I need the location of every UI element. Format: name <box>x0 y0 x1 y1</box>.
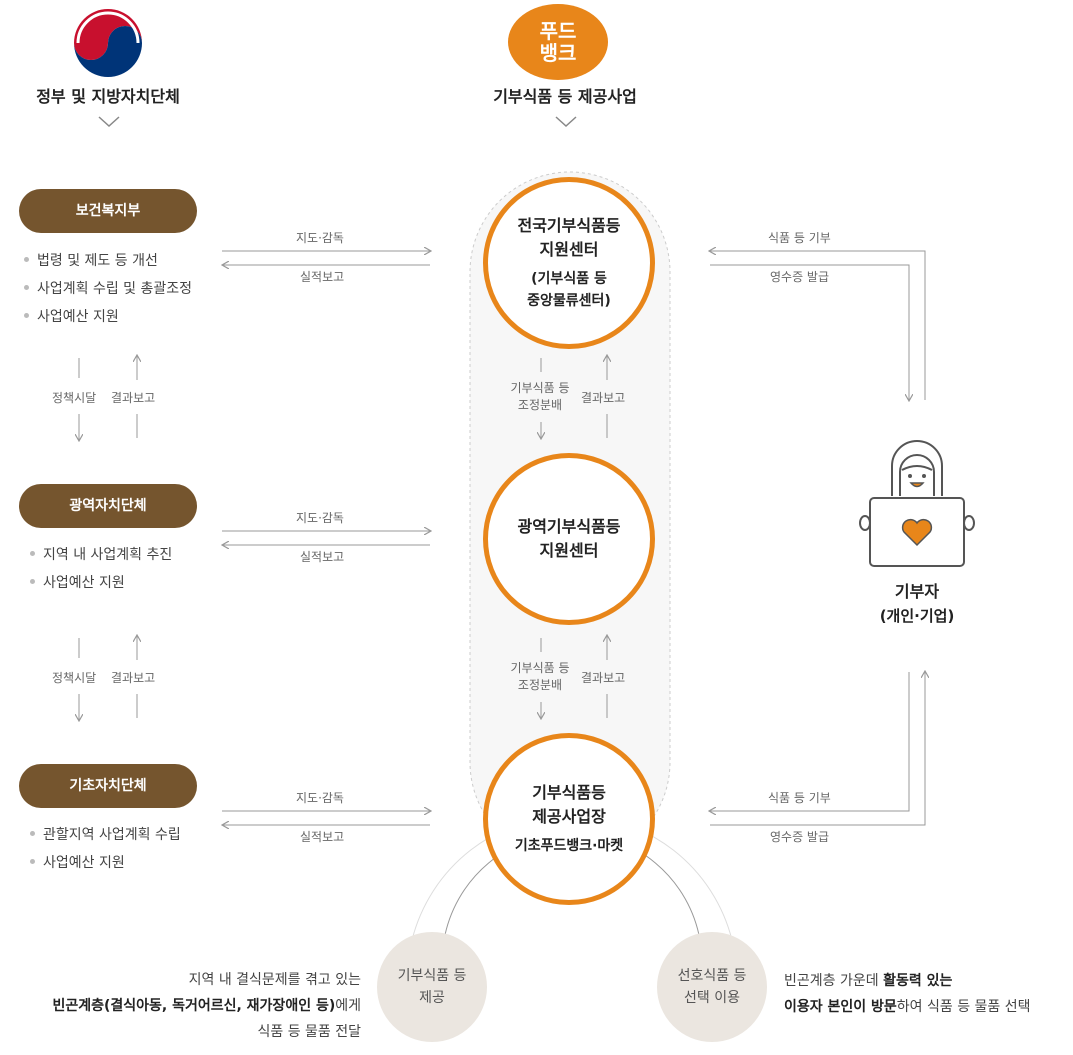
foodbank-logo: 푸드뱅크 <box>508 4 608 80</box>
list-item: 지역 내 사업계획 추진 <box>30 541 172 569</box>
national-center-sub1: (기부식품 등 <box>531 271 607 287</box>
foodbank-logo-text: 푸드뱅크 <box>539 19 577 65</box>
list-item: 관할지역 사업계획 수립 <box>30 821 181 849</box>
ministry-pill: 보건복지부 <box>19 189 197 233</box>
guidance-label: 지도·감독 <box>296 791 344 805</box>
report-label: 실적보고 <box>300 270 345 284</box>
local-center-line2: 제공사업장 <box>532 807 606 826</box>
donor-title: 기부자 <box>894 582 940 601</box>
regional-center-line1: 광역기부식품등 <box>517 517 621 536</box>
result-label: 결과보고 <box>581 671 626 685</box>
foodbank-header: 기부식품 등 제공사업 <box>493 87 637 106</box>
government-header: 정부 및 지방자치단체 <box>36 87 180 106</box>
donate-label: 식품 등 기부 <box>768 791 831 805</box>
national-center-line2: 지원센터 <box>539 240 599 259</box>
regional-center-line2: 지원센터 <box>539 541 599 560</box>
chevron-down-icon <box>555 116 577 128</box>
list-item: 사업예산 지원 <box>30 569 172 597</box>
receipt-label: 영수증 발급 <box>770 830 830 844</box>
local-bullets: 관할지역 사업계획 수립 사업예산 지원 <box>30 821 181 877</box>
choose-description: 빈곤계층 가운데 활동력 있는 이용자 본인이 방문하여 식품 등 물품 선택 <box>784 973 1031 1015</box>
list-item: 사업예산 지원 <box>30 849 181 877</box>
policy-down-label: 정책시달 <box>52 671 97 685</box>
chevron-down-icon <box>98 116 120 128</box>
list-item: 사업예산 지원 <box>24 303 192 331</box>
policy-down-label: 정책시달 <box>52 391 97 405</box>
regional-center-circle: 광역기부식품등 지원센터 <box>483 453 655 625</box>
korea-government-logo <box>72 7 144 79</box>
list-item: 법령 및 제도 등 개선 <box>24 247 192 275</box>
regional-gov-pill: 광역자치단체 <box>19 484 197 528</box>
donate-label: 식품 등 기부 <box>768 231 831 245</box>
report-label: 실적보고 <box>300 550 345 564</box>
donor-subtitle: (개인·기업) <box>879 607 955 625</box>
guidance-label: 지도·감독 <box>296 511 344 525</box>
provide-description: 지역 내 결식문제를 겪고 있는 빈곤계층(결식아동, 독거어르신, 재가장애인… <box>52 972 361 1040</box>
receipt-label: 영수증 발급 <box>770 270 830 284</box>
list-item: 사업계획 수립 및 총괄조정 <box>24 275 192 303</box>
national-center-sub2: 중앙물류센터) <box>527 293 611 309</box>
local-gov-pill: 기초자치단체 <box>19 764 197 808</box>
report-label: 실적보고 <box>300 830 345 844</box>
regional-bullets: 지역 내 사업계획 추진 사업예산 지원 <box>30 541 172 597</box>
result-label: 결과보고 <box>581 391 626 405</box>
local-center-sub: 기초푸드뱅크·마켓 <box>514 838 624 854</box>
national-center-line1: 전국기부식품등 <box>517 216 621 235</box>
guidance-label: 지도·감독 <box>296 231 344 245</box>
donor-person-icon <box>859 440 975 567</box>
national-center-circle: 전국기부식품등 지원센터 (기부식품 등 중앙물류센터) <box>483 177 655 349</box>
local-center-circle: 기부식품등 제공사업장 기초푸드뱅크·마켓 <box>483 733 655 905</box>
ministry-bullets: 법령 및 제도 등 개선 사업계획 수립 및 총괄조정 사업예산 지원 <box>24 247 192 331</box>
donor-label: 기부자 (개인·기업) <box>857 580 977 628</box>
local-center-line1: 기부식품등 <box>532 783 606 802</box>
result-up-label: 결과보고 <box>111 671 156 685</box>
result-up-label: 결과보고 <box>111 391 156 405</box>
